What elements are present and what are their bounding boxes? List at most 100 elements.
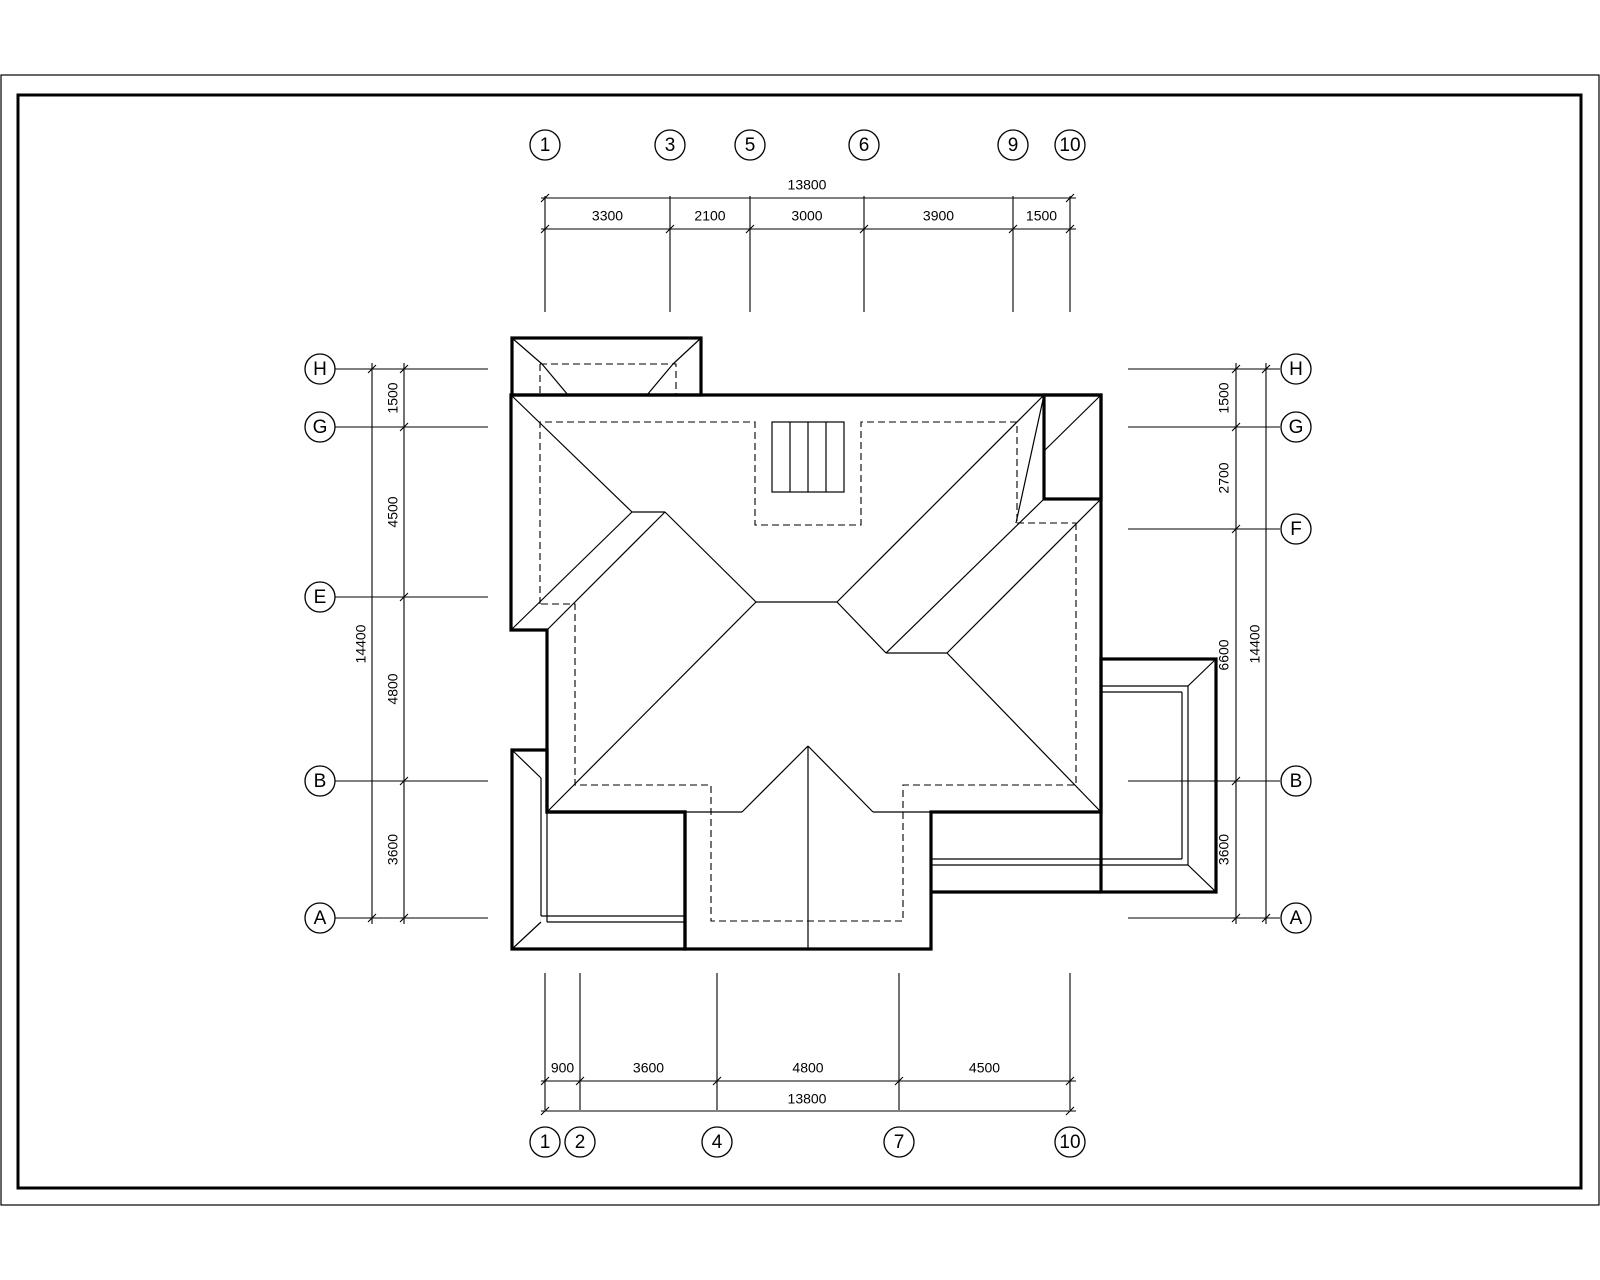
dimension-tick: [540, 193, 550, 203]
left-dimension-1: 4500: [385, 496, 401, 527]
dimension-annotations: 1 3 5 6 9 10 13800 3300 2100 3000 3900 1500 1 2 4 7 10 90…: [304, 129, 1312, 1158]
axis-bubble-top-0-circle: [529, 129, 561, 161]
dimension-tick: [540, 1076, 550, 1086]
axis-bubble-bottom-1-circle: [564, 1126, 596, 1158]
axis-bubble-top-5: 10: [1059, 135, 1080, 156]
axis-bubble-top-2-circle: [734, 129, 766, 161]
dimension-tick: [665, 224, 675, 234]
dimension-tick: [540, 224, 550, 234]
dimension-tick: [1231, 913, 1241, 923]
top-dimension-1: 2100: [694, 208, 725, 224]
sheet-inner-frame: [16, 93, 1583, 1190]
dimension-tick: [399, 592, 409, 602]
left-dimension-0: 1500: [385, 382, 401, 413]
axis-bubble-top-3: 6: [859, 135, 870, 156]
axis-bubble-left-0-circle: [304, 353, 336, 385]
dimension-tick: [1231, 364, 1241, 374]
dimension-tick: [1008, 224, 1018, 234]
dimension-tick: [399, 422, 409, 432]
axis-bubble-right-3-circle: [1280, 765, 1312, 797]
right-dimension-2: 6600: [1216, 639, 1232, 670]
axis-bubble-left-1-circle: [304, 411, 336, 443]
axis-bubble-top-4-circle: [997, 129, 1029, 161]
dimension-tick: [1065, 1076, 1075, 1086]
dimension-tick: [540, 1106, 550, 1116]
dimension-tick: [399, 913, 409, 923]
top-dimension-4: 1500: [1026, 208, 1057, 224]
axis-bubble-bottom-3: 7: [894, 1132, 905, 1153]
axis-bubble-top-3-circle: [848, 129, 880, 161]
axis-bubble-top-4: 9: [1008, 135, 1019, 156]
axis-bubble-bottom-0-circle: [529, 1126, 561, 1158]
axis-bubble-right-2-circle: [1280, 513, 1312, 545]
axis-bubble-bottom-3-circle: [883, 1126, 915, 1158]
axis-bubble-top-1: 3: [665, 135, 676, 156]
axis-bubble-right-0: H: [1289, 359, 1303, 380]
axis-bubble-bottom-1: 2: [575, 1132, 586, 1153]
right-total-dimension: 14400: [1247, 624, 1263, 663]
dimension-tick: [1261, 913, 1271, 923]
hidden-wall-lines: [539, 363, 1077, 922]
bottom-dimension-2: 4800: [792, 1060, 823, 1076]
left-dimension-2: 4800: [385, 673, 401, 704]
axis-bubble-bottom-4: 10: [1059, 1132, 1080, 1153]
main-roof-outline: [509, 393, 1103, 951]
bottom-dimension-1: 3600: [633, 1060, 664, 1076]
axis-bubble-right-3: B: [1290, 771, 1303, 792]
dimension-tick: [1231, 422, 1241, 432]
dimension-tick: [399, 364, 409, 374]
axis-bubble-left-2: E: [314, 587, 327, 608]
axis-bubble-right-1-circle: [1280, 411, 1312, 443]
north-bay-outline: [510, 336, 703, 397]
northeast-notch-outline: [1042, 393, 1103, 501]
axis-bubble-bottom-2-circle: [701, 1126, 733, 1158]
dimension-tick: [1065, 193, 1075, 203]
axis-bubble-right-4: A: [1290, 908, 1303, 929]
bottom-total-dimension: 13800: [788, 1091, 827, 1107]
left-total-dimension: 14400: [353, 624, 369, 663]
east-wing-outline: [1099, 657, 1218, 894]
axis-bubble-left-3: B: [314, 771, 327, 792]
sheet-outer-frame: [0, 74, 1600, 1206]
dimension-tick: [745, 224, 755, 234]
axis-bubble-top-0: 1: [540, 135, 551, 156]
roof-ridge-lines: [510, 337, 1217, 950]
axis-bubble-left-3-circle: [304, 765, 336, 797]
dimension-tick: [1261, 364, 1271, 374]
axis-bubble-bottom-4-circle: [1054, 1126, 1086, 1158]
axis-bubble-right-1: G: [1289, 417, 1304, 438]
southwest-wing-outline: [510, 748, 687, 951]
dimension-tick: [1065, 1106, 1075, 1116]
axis-bubble-top-2: 5: [745, 135, 756, 156]
roof-plan: [509, 336, 1218, 951]
dimension-tick: [894, 1076, 904, 1086]
top-total-dimension: 13800: [788, 177, 827, 193]
top-dimension-3: 3900: [923, 208, 954, 224]
left-dimension-3: 3600: [385, 834, 401, 865]
dimension-tick: [1231, 524, 1241, 534]
axis-bubble-bottom-0: 1: [540, 1132, 551, 1153]
top-dimension-0: 3300: [592, 208, 623, 224]
axis-bubble-left-0: H: [313, 359, 327, 380]
right-dimension-3: 3600: [1216, 834, 1232, 865]
dimension-tick: [712, 1076, 722, 1086]
axis-bubble-top-1-circle: [654, 129, 686, 161]
dimension-tick: [1231, 776, 1241, 786]
bottom-dimension-3: 4500: [969, 1060, 1000, 1076]
dimension-tick: [1065, 224, 1075, 234]
bottom-dimension-0: 900: [551, 1060, 575, 1076]
dimension-tick: [367, 364, 377, 374]
axis-bubble-bottom-2: 4: [712, 1132, 723, 1153]
axis-bubble-right-2: F: [1290, 519, 1302, 540]
axis-bubble-left-2-circle: [304, 581, 336, 613]
top-dimension-2: 3000: [791, 208, 822, 224]
axis-bubble-left-4: A: [314, 908, 327, 929]
axis-bubble-right-0-circle: [1280, 353, 1312, 385]
axis-bubble-right-4-circle: [1280, 902, 1312, 934]
right-dimension-1: 2700: [1216, 462, 1232, 493]
skylight: [771, 421, 845, 493]
dimension-tick: [367, 913, 377, 923]
dimension-tick: [399, 776, 409, 786]
axis-bubble-left-4-circle: [304, 902, 336, 934]
